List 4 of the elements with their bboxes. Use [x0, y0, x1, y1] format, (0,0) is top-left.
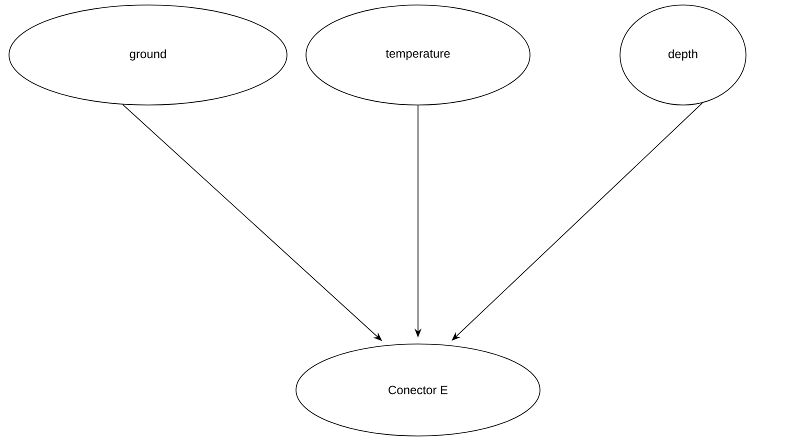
- ellipse-node: depth: [620, 4, 746, 106]
- ellipse-node: ground: [8, 4, 288, 106]
- ellipse-node: Conector E: [296, 344, 540, 436]
- ellipse-node: temperature: [306, 4, 530, 106]
